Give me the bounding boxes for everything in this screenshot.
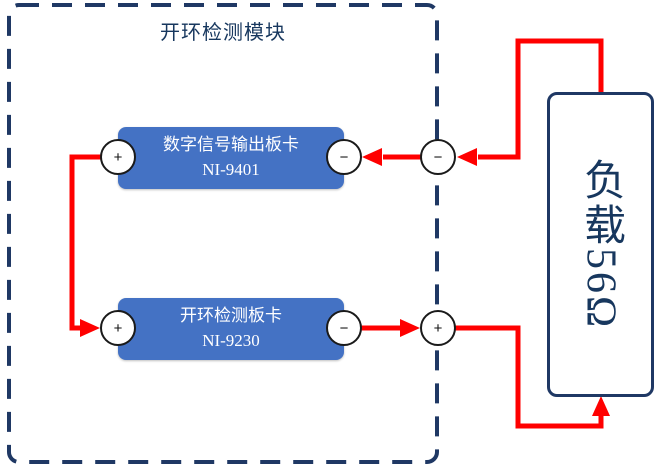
arrowhead-into-load-bottom: [592, 396, 610, 416]
open-loop-detect-board: 开环检测板卡 NI-9230: [118, 298, 344, 360]
load-label: 负载56Ω: [577, 158, 624, 331]
terminal-9401-minus: −: [326, 139, 362, 175]
terminal-9230-plus-sign: +: [113, 319, 123, 337]
terminal-9230-plus: +: [100, 310, 136, 346]
module-title: 开环检测模块: [160, 22, 286, 44]
terminal-boundary-minus: −: [420, 139, 456, 175]
arrowhead-into-9230-plus: [80, 319, 100, 337]
arrowhead-into-9401-minus: [362, 148, 382, 166]
wire-boundary-to-load: [438, 325, 604, 429]
open-loop-detect-board-name: 开环检测板卡: [180, 306, 282, 326]
terminal-boundary-plus-sign: +: [433, 319, 443, 337]
arrowhead-into-boundary-minus: [457, 148, 477, 166]
digital-output-board-name: 数字信号输出板卡: [163, 135, 299, 155]
load-box: 负载56Ω: [547, 92, 654, 397]
terminal-9401-plus-sign: +: [113, 148, 123, 166]
terminal-9401-plus: +: [100, 139, 136, 175]
module-boundary: [7, 3, 439, 464]
wire-load-to-boundary-minus: [478, 38, 604, 160]
digital-output-board: 数字信号输出板卡 NI-9401: [118, 127, 344, 189]
terminal-9230-minus-sign: −: [339, 319, 349, 337]
wire-9401-to-9230: [69, 154, 118, 331]
digital-output-board-model: NI-9401: [202, 160, 260, 179]
terminal-9401-minus-sign: −: [339, 148, 349, 166]
arrowhead-into-boundary-plus: [400, 319, 420, 337]
terminal-9230-minus: −: [326, 310, 362, 346]
open-loop-detect-board-model: NI-9230: [202, 331, 260, 350]
terminal-boundary-plus: +: [420, 310, 456, 346]
terminal-boundary-minus-sign: −: [433, 148, 443, 166]
